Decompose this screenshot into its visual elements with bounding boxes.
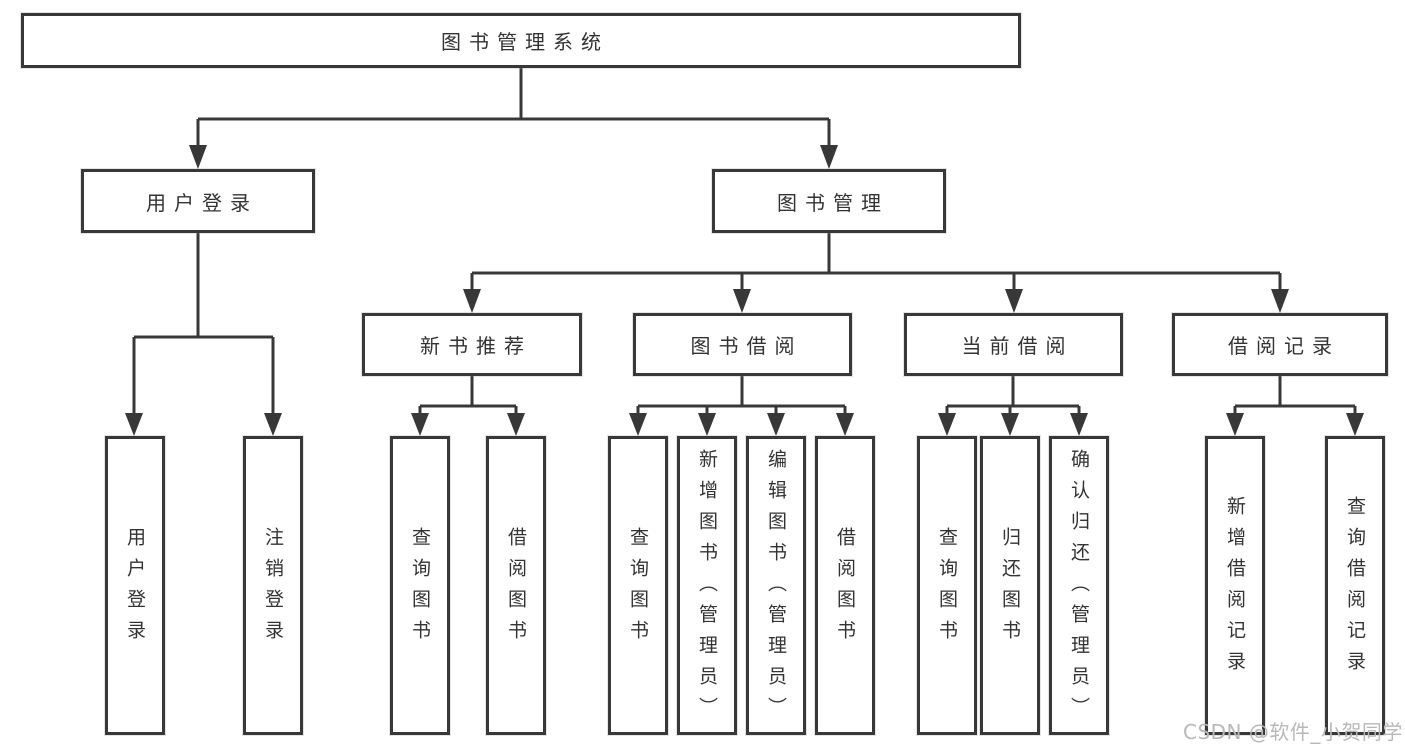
connector-root-to-level2 [189,68,838,169]
arrow-down-icon [733,289,751,313]
arrow-down-icon [820,145,838,169]
arrow-down-icon [1271,289,1289,313]
arrow-down-icon [125,413,143,436]
arrow-down-icon [1001,413,1019,436]
csdn-watermark: CSDN @软件_小贺同学 [1183,720,1403,744]
node-leaf-add-book-admin: 新增图书（管理员） [677,436,737,735]
node-root: 图书管理系统 [21,13,1021,68]
connector-line [636,376,847,415]
node-leaf-return-books: 归还图书 [980,436,1040,735]
node-leaf-query-books-recommend: 查询图书 [390,436,450,735]
node-leaf-query-books-borrow: 查询图书 [608,436,668,735]
connector-user-login-to-leaves [125,233,282,436]
node-leaf-logout: 注销登录 [243,436,303,735]
node-leaf-query-books-current: 查询图书 [917,436,977,735]
node-current-borrow: 当前借阅 [904,313,1123,376]
arrow-down-icon [629,413,647,436]
node-borrow-records: 借阅记录 [1172,313,1388,376]
connector-new-book-to-leaves [411,376,525,436]
node-user-login: 用户登录 [81,169,315,233]
node-book-mgmt: 图书管理 [712,169,946,233]
node-leaf-add-borrow-record: 新增借阅记录 [1205,436,1265,735]
node-leaf-query-borrow-record: 查询借阅记录 [1325,436,1385,735]
arrow-down-icon [698,413,716,436]
arrow-down-icon [411,413,429,436]
connector-line [418,376,518,415]
node-leaf-edit-book-admin: 编辑图书（管理员） [746,436,806,735]
connector-records-to-leaves [1226,376,1364,436]
node-leaf-confirm-return-admin: 确认归还（管理员） [1049,436,1109,735]
arrow-down-icon [507,413,525,436]
connector-line [196,68,831,147]
connector-line [132,233,275,415]
node-leaf-borrow-books-recommend: 借阅图书 [486,436,546,735]
connector-book-mgmt-to-level3 [463,233,1289,313]
connector-line [1233,376,1357,415]
arrow-down-icon [938,413,956,436]
node-new-book-recommend: 新书推荐 [362,313,582,376]
node-leaf-borrow-books: 借阅图书 [815,436,875,735]
node-book-borrow: 图书借阅 [633,313,852,376]
node-leaf-user-login: 用户登录 [105,436,165,735]
arrow-down-icon [264,413,282,436]
arrow-down-icon [1226,413,1244,436]
connector-book-borrow-to-leaves [629,376,854,436]
arrow-down-icon [767,413,785,436]
connector-current-borrow-to-leaves [938,376,1088,436]
arrow-down-icon [1005,289,1023,313]
arrow-down-icon [1346,413,1364,436]
connector-line [945,376,1081,415]
arrow-down-icon [1070,413,1088,436]
arrow-down-icon [836,413,854,436]
arrow-down-icon [463,289,481,313]
arrow-down-icon [189,145,207,169]
connector-line [470,233,1282,291]
